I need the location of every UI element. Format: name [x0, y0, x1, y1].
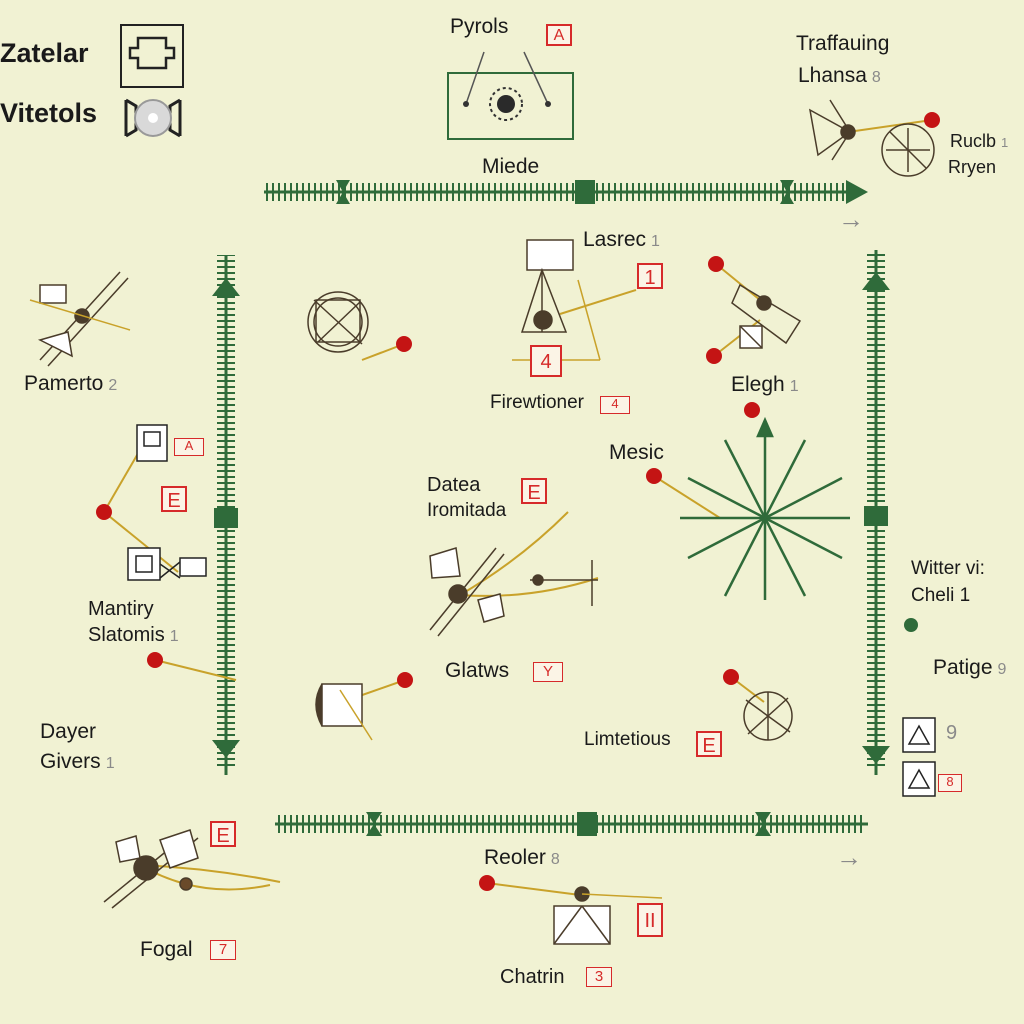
label-miede: Miede — [482, 155, 540, 178]
badge-fogal-e: E — [210, 821, 236, 847]
badge-reoler: II — [637, 903, 663, 937]
badge-patige: 8 — [938, 774, 962, 792]
label-mantiry: Mantiry — [88, 598, 154, 620]
label-firewtioner: Firewtioner — [490, 392, 584, 413]
badge-glatws: Y — [533, 662, 563, 682]
mechanism-mantiry-bottom — [127, 547, 207, 581]
mechanism-mantiry-top — [136, 424, 168, 462]
badge-fogal: 7 — [210, 940, 236, 960]
track-top — [264, 180, 868, 204]
red-dots — [96, 112, 940, 891]
wheel-frame-icon — [124, 98, 182, 138]
badge-mantiry-a: A — [174, 438, 204, 456]
track-right — [862, 250, 890, 775]
mechanism-lasrec — [512, 239, 601, 361]
label-limtetious: Limtetious — [584, 729, 671, 750]
badge-chatrin: 3 — [586, 967, 612, 987]
star-burst-icon — [680, 416, 850, 600]
label-pyrols: Pyrols — [450, 15, 509, 38]
mechanism-limtetious — [743, 691, 793, 741]
mechanism-elegh — [731, 283, 802, 349]
mechanism-patige — [902, 717, 936, 797]
badge-mantiry-e: E — [161, 486, 187, 512]
label-mesic: Mesic — [609, 441, 664, 464]
mechanism-glatws — [315, 683, 373, 741]
track-bottom — [275, 812, 868, 836]
mechanism-traffauing — [808, 99, 935, 177]
label-rryen: Rryen — [948, 157, 997, 177]
label-glatws: Glatws — [445, 659, 510, 682]
patige-side-num: 9 — [946, 722, 958, 744]
green-dot — [904, 618, 918, 632]
arrow-right-icon-2: → — [836, 842, 862, 872]
mechanism-wheel-center — [307, 291, 369, 353]
legend-zatelar: Zatelar — [0, 38, 89, 68]
mechanism-datea — [429, 547, 598, 637]
legend-vitetols: Vitetols — [0, 98, 98, 128]
label-dayer: Dayer — [40, 720, 97, 743]
badge-lasrec-1: 1 — [637, 263, 663, 289]
pyrols-box — [447, 51, 574, 140]
track-left — [212, 255, 240, 775]
badge-datea: E — [521, 478, 547, 504]
mechanism-fogal — [103, 829, 199, 909]
badge-limtetious: E — [696, 731, 722, 757]
label-chatrin: Chatrin — [500, 966, 565, 988]
label-fogal: Fogal — [140, 938, 193, 961]
cross-frame-icon — [120, 24, 184, 88]
label-witter: Witter vi: — [911, 558, 985, 579]
badge-firewtioner: 4 — [600, 396, 630, 414]
label-datea: Datea — [427, 474, 481, 496]
label-cheli: Cheli 1 — [911, 585, 971, 606]
mechanism-pamerto — [29, 271, 131, 367]
label-iromitada: Iromitada — [427, 500, 507, 521]
badge-lasrec-4: 4 — [530, 345, 562, 377]
badge-pyrols: A — [546, 24, 572, 46]
mechanism-reoler — [553, 886, 663, 945]
arrow-right-icon: → — [838, 204, 864, 234]
label-traffauing: Traffauing — [796, 32, 890, 55]
